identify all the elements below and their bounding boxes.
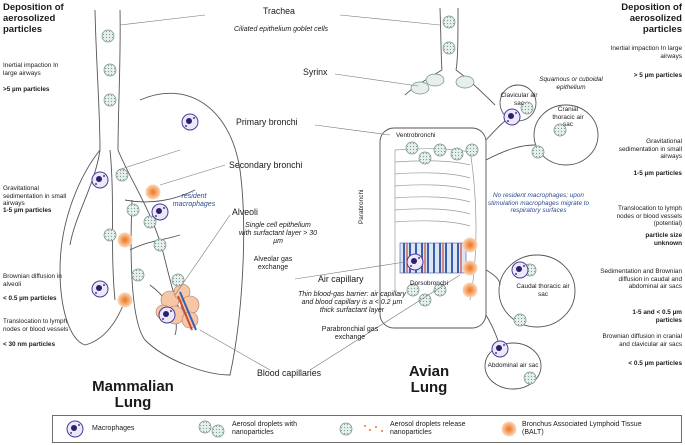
left-gravitational-text: Gravitational sedimentation in small air…: [3, 185, 67, 208]
right-gravitational-text: Gravitational sedimentation in small air…: [618, 138, 682, 161]
avian-lung-title: Avian Lung: [408, 363, 450, 396]
syrinx-rings: [410, 73, 475, 95]
mammalian-aerosol-droplets: [101, 29, 185, 287]
right-sedimentation-size: 1-5 and < 0.5 µm particles: [632, 309, 682, 324]
right-gravitational-size: 1-5 µm particles: [633, 170, 682, 177]
label-resident-macrophages: resident macrophages: [172, 193, 216, 209]
avian-lung-box: [379, 127, 487, 329]
avian-balt: [462, 237, 478, 298]
right-sedimentation-text: Sedimentation and Brownian diffusion in …: [600, 268, 682, 291]
left-brownian-text: Brownian diffusion in alveoli: [3, 273, 62, 288]
right-translocation-size: particle size unknown: [645, 232, 682, 247]
label-dorsobronchi: Dorsobronchi: [410, 280, 449, 287]
label-alveoli-note: Single cell epithelium with surfactant l…: [238, 222, 317, 246]
air-sac-droplets: [513, 101, 567, 385]
legend-release-label: Aerosol droplets release nanoparticles: [390, 421, 466, 436]
left-gravitational-size: 1-5 µm particles: [3, 207, 52, 214]
label-blood-capillaries: Blood capillaries: [257, 368, 322, 378]
leader-lines: [117, 14, 461, 371]
legend: [52, 415, 682, 443]
left-inertial-size: >5 µm particles: [3, 86, 50, 93]
avian-aerosol-droplets: [442, 15, 456, 55]
left-header: Deposition of aerosolized particles: [3, 2, 64, 35]
label-parabronchi: Parabronchi: [358, 189, 365, 224]
parabronchi-lines: [394, 148, 477, 301]
label-alveoli: Alveoli: [232, 207, 258, 217]
left-translocation-text: Translocation to lymph nodes or blood ve…: [3, 318, 69, 333]
right-brownian-size: < 0.5 µm particles: [628, 360, 682, 367]
legend-balt-label: Bronchus Associated Lymphoid Tissue (BAL…: [522, 421, 642, 436]
label-abdominal-sac: Abdominal air sac: [487, 362, 539, 369]
alveoli-cluster: [155, 283, 200, 331]
legend-icons: [66, 420, 517, 438]
left-inertial-text: Inertial impaction In large airways: [3, 62, 59, 77]
label-primary-bronchi: Primary bronchi: [236, 117, 298, 127]
left-brownian-size: < 0.5 µm particles: [3, 295, 57, 302]
label-air-capillary: Air capillary: [318, 274, 364, 284]
left-translocation-size: < 30 nm particles: [3, 341, 56, 348]
label-trachea: Trachea: [263, 6, 295, 16]
label-cranial-sac: Cranial thoracic air sac: [552, 106, 584, 129]
label-squamous: Squamous or cuboidal epithelium: [539, 76, 603, 91]
label-caudal-sac: Caudal thoracic air sac: [516, 283, 570, 298]
right-header: Deposition of aerosolized particles: [621, 2, 682, 35]
label-clavicular-sac: Clavicular air sac: [500, 92, 538, 107]
avian-lung-macrophages: [406, 253, 424, 271]
mammalian-lung-outline: [59, 92, 245, 376]
label-trachea-note: Ciliated epithelium goblet cells: [234, 26, 329, 33]
mammalian-trachea: [94, 9, 121, 151]
mammalian-lung-title: Mammalian Lung: [92, 378, 174, 411]
label-no-macrophages: No resident macrophages; upon stimulatio…: [487, 192, 590, 215]
label-air-capillary-note: Thin blood-gas barrier: air capillary an…: [298, 291, 406, 315]
label-alveolar-exchange: Alveolar gas exchange: [253, 256, 293, 272]
right-inertial-size: > 5 µm particles: [633, 72, 682, 79]
label-syrinx: Syrinx: [303, 67, 328, 77]
right-inertial-text: Inertial impaction In large airways: [610, 45, 682, 60]
legend-aerosol-label: Aerosol droplets with nanoparticles: [232, 421, 297, 436]
label-parabronchial-exchange: Parabronchial gas exchange: [321, 326, 379, 342]
right-brownian-text: Brownian diffusion in cranial and clavic…: [602, 333, 682, 348]
right-translocation-text: Translocation to lymph nodes or blood ve…: [616, 205, 682, 228]
label-secondary-bronchi: Secondary bronchi: [229, 160, 303, 170]
legend-macrophages-label: Macrophages: [92, 425, 135, 432]
label-ventrobronchi: Ventrobronchi: [396, 132, 436, 139]
